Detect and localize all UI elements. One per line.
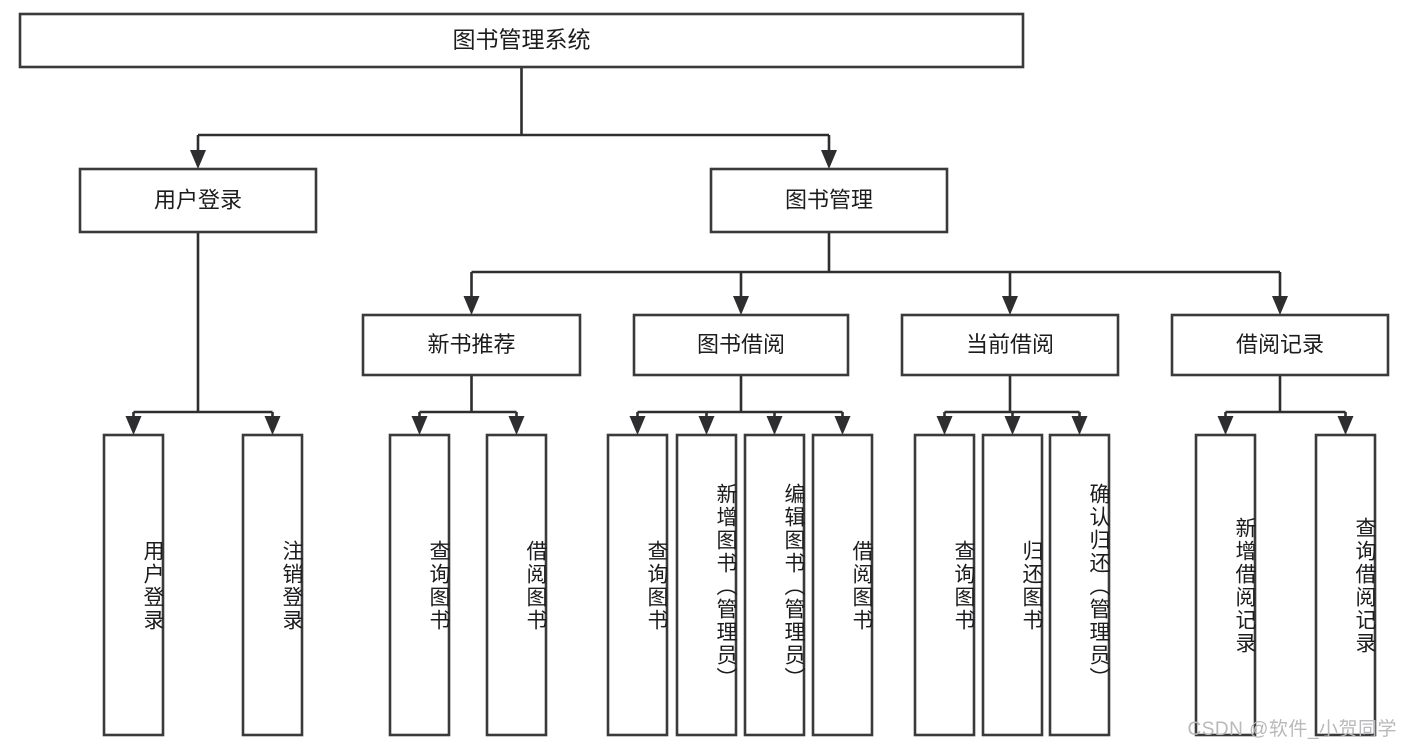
arrow-head-icon [264, 416, 281, 435]
arrow-head-icon [125, 416, 142, 435]
node-book-manage-label: 图书管理 [785, 187, 873, 212]
node-borrow-record-label: 借阅记录 [1236, 332, 1324, 357]
arrow-head-icon [411, 416, 428, 435]
node-leaf-bb-borrow-book[interactable] [811, 433, 874, 737]
node-book-borrow-rect[interactable] [632, 313, 850, 377]
node-borrow-record-rect[interactable] [1170, 313, 1390, 377]
node-leaf-user-login[interactable] [102, 433, 165, 737]
arrow-head-icon [190, 150, 206, 169]
node-user-login-label: 用户登录 [154, 187, 242, 212]
node-user-login[interactable]: 用户登录 [78, 167, 318, 234]
node-user-login-rect[interactable] [78, 167, 318, 234]
node-leaf-br-add-record-rect[interactable] [1194, 433, 1257, 737]
node-book-manage-rect[interactable] [709, 167, 949, 234]
node-leaf-rec-borrow-book-rect[interactable] [485, 433, 548, 737]
arrow-head-icon [936, 416, 953, 435]
arrow-head-icon [1217, 416, 1234, 435]
node-leaf-rec-query-book[interactable] [388, 433, 451, 737]
watermark-text: CSDN @软件_小贺同学 [1187, 719, 1397, 740]
node-leaf-cb-return-book[interactable] [981, 433, 1044, 737]
arrow-head-icon [1272, 296, 1288, 315]
node-leaf-cb-query-book-rect[interactable] [913, 433, 976, 737]
arrow-head-icon [698, 416, 715, 435]
node-leaf-rec-query-book-rect[interactable] [388, 433, 451, 737]
node-leaf-bb-query-book-rect[interactable] [606, 433, 669, 737]
node-leaf-bb-add-book[interactable] [675, 433, 738, 737]
node-leaf-bb-edit-book[interactable] [743, 433, 806, 737]
arrow-head-icon [834, 416, 851, 435]
arrow-head-icon [766, 416, 783, 435]
arrow-head-icon [733, 296, 749, 315]
node-title-图书管理系统[interactable]: 图书管理系统 [18, 12, 1025, 69]
arrow-head-icon [1002, 296, 1018, 315]
node-leaf-bb-edit-book-rect[interactable] [743, 433, 806, 737]
node-leaf-br-query-record-rect[interactable] [1314, 433, 1377, 737]
node-leaf-cb-confirm-return-rect[interactable] [1048, 433, 1111, 737]
arrow-head-icon [629, 416, 646, 435]
node-book-borrow[interactable]: 图书借阅 [632, 313, 850, 377]
node-leaf-user-login-rect[interactable] [102, 433, 165, 737]
node-leaf-cb-return-book-rect[interactable] [981, 433, 1044, 737]
node-leaf-cb-confirm-return[interactable] [1048, 433, 1111, 737]
node-leaf-user-logout[interactable] [241, 433, 304, 737]
node-new-book-rec-label: 新书推荐 [427, 332, 515, 357]
node-current-borrow-rect[interactable] [900, 313, 1120, 377]
node-leaf-bb-query-book[interactable] [606, 433, 669, 737]
arrow-head-icon [1071, 416, 1088, 435]
node-leaf-br-add-record[interactable] [1194, 433, 1257, 737]
arrow-head-icon [463, 296, 480, 315]
node-borrow-record[interactable]: 借阅记录 [1170, 313, 1390, 377]
node-title-图书管理系统-label: 图书管理系统 [453, 27, 591, 53]
arrow-head-icon [821, 150, 837, 169]
node-book-borrow-label: 图书借阅 [697, 332, 785, 357]
node-leaf-bb-borrow-book-rect[interactable] [811, 433, 874, 737]
node-new-book-rec[interactable]: 新书推荐 [361, 313, 582, 377]
node-book-manage[interactable]: 图书管理 [709, 167, 949, 234]
connector-layer [125, 67, 1354, 435]
node-leaf-user-logout-rect[interactable] [241, 433, 304, 737]
node-leaf-cb-query-book[interactable] [913, 433, 976, 737]
node-new-book-rec-rect[interactable] [361, 313, 582, 377]
node-current-borrow[interactable]: 当前借阅 [900, 313, 1120, 377]
node-leaf-rec-borrow-book[interactable] [485, 433, 548, 737]
node-leaf-bb-add-book-rect[interactable] [675, 433, 738, 737]
node-title-图书管理系统-rect[interactable] [18, 12, 1025, 69]
arrow-head-icon [1337, 416, 1354, 435]
node-current-borrow-label: 当前借阅 [966, 332, 1054, 357]
node-leaf-br-query-record[interactable] [1314, 433, 1377, 737]
arrow-head-icon [1004, 416, 1021, 435]
arrow-head-icon [508, 416, 525, 435]
